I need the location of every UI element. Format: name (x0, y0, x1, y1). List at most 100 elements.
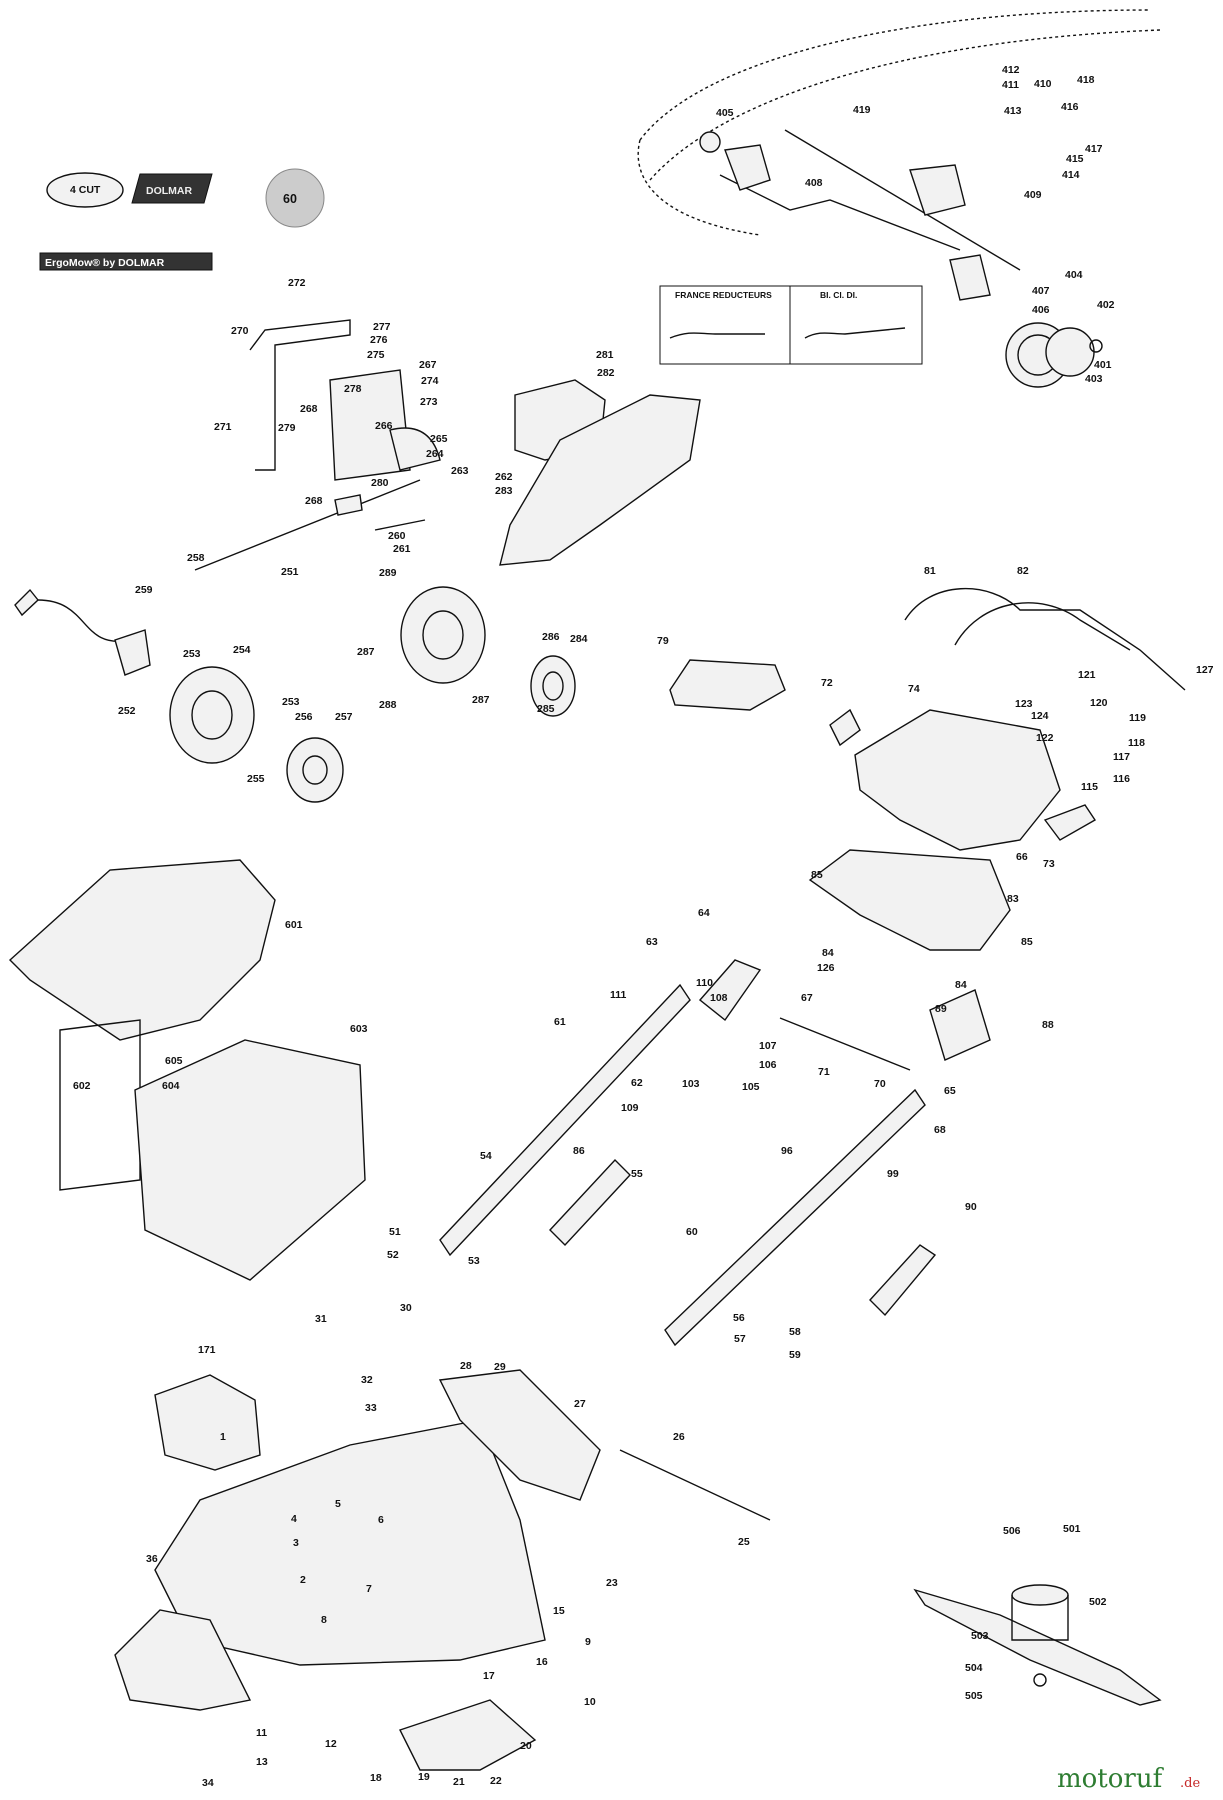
callout-406: 406 (1032, 304, 1050, 316)
callout-268: 268 (305, 495, 323, 507)
callout-253: 253 (183, 648, 201, 660)
grass-catcher (8, 859, 366, 1281)
callout-56: 56 (733, 1312, 745, 1324)
callout-118: 118 (1128, 737, 1145, 749)
callout-13: 13 (256, 1756, 268, 1768)
callout-505: 505 (965, 1690, 983, 1702)
callout-273: 273 (420, 396, 438, 408)
callout-68: 68 (934, 1124, 946, 1136)
callout-33: 33 (365, 1402, 377, 1414)
callout-83: 83 (1007, 893, 1019, 905)
callout-289: 289 (379, 567, 397, 579)
callout-284: 284 (570, 633, 588, 645)
callout-9: 9 (585, 1636, 591, 1648)
callout-85: 85 (1021, 936, 1033, 948)
callout-17: 17 (483, 1670, 495, 1682)
callout-261: 261 (393, 543, 411, 555)
callout-30: 30 (400, 1302, 412, 1314)
callout-286: 286 (542, 631, 560, 643)
callout-23: 23 (606, 1577, 618, 1589)
callout-31: 31 (315, 1313, 327, 1325)
callout-86: 86 (573, 1145, 585, 1157)
legend-france-reducteurs: FRANCE REDUCTEURS (659, 285, 791, 365)
handle-console (669, 587, 1186, 951)
callout-64: 64 (698, 907, 710, 919)
callout-109: 109 (621, 1102, 639, 1114)
mower-deck (114, 1369, 771, 1771)
callout-280: 280 (371, 477, 389, 489)
callout-253: 253 (282, 696, 300, 708)
callout-1: 1 (220, 1431, 226, 1443)
callout-79: 79 (657, 635, 669, 647)
legend-bi-cl-di: BI. Cl. DI. (789, 285, 923, 365)
callout-401: 401 (1094, 359, 1112, 371)
callout-266: 266 (375, 420, 393, 432)
callout-116: 116 (1113, 773, 1130, 785)
callout-89: 89 (935, 1003, 947, 1015)
callout-258: 258 (187, 552, 205, 564)
callout-60: 60 (686, 1226, 698, 1238)
callout-410: 410 (1034, 78, 1052, 90)
callout-96: 96 (781, 1145, 793, 1157)
callout-506: 506 (1003, 1525, 1021, 1537)
callout-271: 271 (214, 421, 232, 433)
watermark-tld: .de (1180, 1776, 1200, 1791)
callout-84: 84 (822, 947, 834, 959)
callout-15: 15 (553, 1605, 565, 1617)
cable-and-front-wheels (14, 586, 576, 803)
callout-16: 16 (536, 1656, 548, 1668)
callout-111: 111 (610, 989, 627, 1001)
callout-601: 601 (285, 919, 303, 931)
callout-287: 287 (472, 694, 490, 706)
callout-412: 412 (1002, 64, 1020, 76)
callout-411: 411 (1002, 79, 1019, 91)
callout-51: 51 (389, 1226, 401, 1238)
callout-408: 408 (805, 177, 823, 189)
callout-255: 255 (247, 773, 265, 785)
callout-73: 73 (1043, 858, 1055, 870)
callout-287: 287 (357, 646, 375, 658)
callout-8: 8 (321, 1614, 327, 1626)
badge-991: DOLMAR (131, 173, 213, 204)
callout-70: 70 (874, 1078, 886, 1090)
callout-5: 5 (335, 1498, 341, 1510)
callout-251: 251 (281, 566, 299, 578)
callout-257: 257 (335, 711, 353, 723)
callout-58: 58 (789, 1326, 801, 1338)
callout-110: 110 (696, 977, 713, 989)
callout-503: 503 (971, 1630, 989, 1642)
badge-993-text: ErgoMow® by DOLMAR (45, 257, 165, 269)
callout-67: 67 (801, 992, 813, 1004)
callout-82: 82 (1017, 565, 1029, 577)
watermark-name: motoruf (1057, 1764, 1165, 1794)
drive-assembly (699, 129, 1103, 388)
callout-260: 260 (388, 530, 406, 542)
dotted-outline (637, 9, 1161, 236)
callout-55: 55 (631, 1168, 643, 1180)
callout-262: 262 (495, 471, 513, 483)
badge-993: ErgoMow® by DOLMAR (39, 252, 213, 271)
callout-99: 99 (887, 1168, 899, 1180)
callout-402: 402 (1097, 299, 1115, 311)
callout-407: 407 (1032, 285, 1050, 297)
callout-279: 279 (278, 422, 296, 434)
callout-602: 602 (73, 1080, 91, 1092)
callout-72: 72 (821, 677, 833, 689)
badge-990-text: 4 CUT (70, 184, 101, 196)
callout-278: 278 (344, 383, 362, 395)
callout-419: 419 (853, 104, 871, 116)
callout-28: 28 (460, 1360, 472, 1372)
callout-57: 57 (734, 1333, 746, 1345)
callout-103: 103 (682, 1078, 700, 1090)
callout-74: 74 (908, 683, 920, 695)
callout-256: 256 (295, 711, 313, 723)
callout-409: 409 (1024, 189, 1042, 201)
callout-263: 263 (451, 465, 469, 477)
callout-88: 88 (1042, 1019, 1054, 1031)
callout-25: 25 (738, 1536, 750, 1548)
callout-52: 52 (387, 1249, 399, 1261)
badge-991-text: DOLMAR (146, 185, 192, 197)
callout-501: 501 (1063, 1523, 1081, 1535)
callout-26: 26 (673, 1431, 685, 1443)
